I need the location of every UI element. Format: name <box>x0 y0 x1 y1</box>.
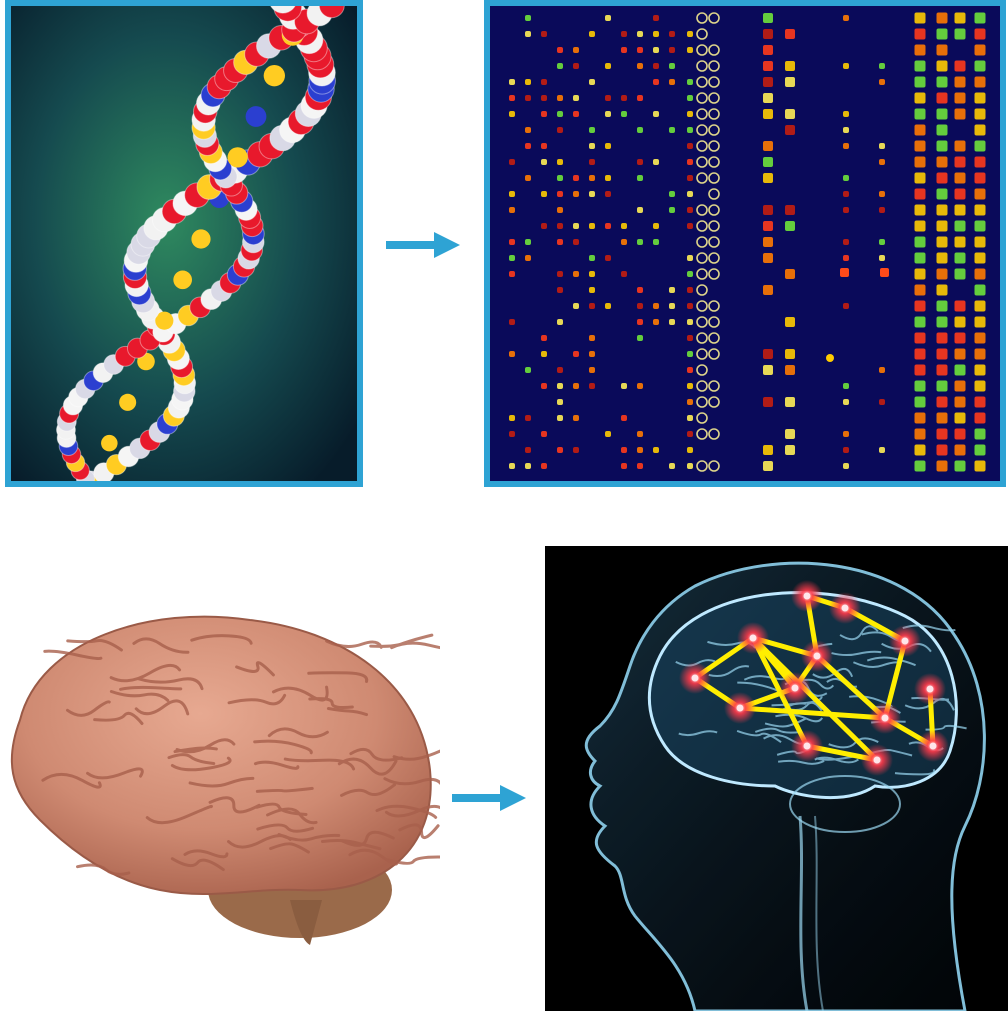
brain-network-panel <box>545 546 1008 1011</box>
microarray-image <box>490 6 1000 481</box>
microarray-panel <box>484 0 1006 487</box>
dna-helix-image <box>11 6 357 481</box>
arrow-right-icon <box>452 785 526 811</box>
dna-helix-panel <box>5 0 363 487</box>
brain-network-image <box>584 561 986 1011</box>
arrow-right-icon <box>386 232 460 258</box>
brain-image <box>10 615 440 945</box>
brain-panel <box>0 600 440 950</box>
